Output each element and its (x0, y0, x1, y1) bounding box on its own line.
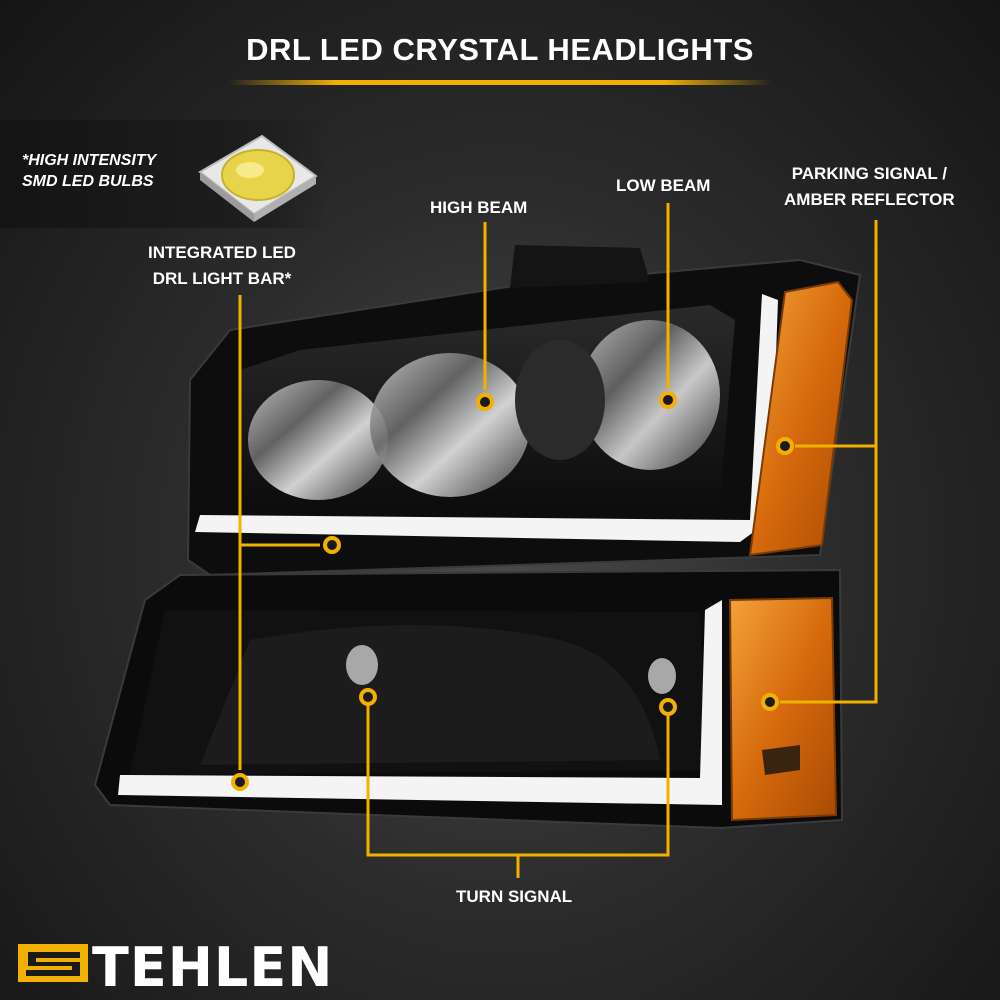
integrated-line-1: INTEGRATED LED (148, 243, 296, 262)
page-title: DRL LED CRYSTAL HEADLIGHTS (246, 32, 754, 67)
callout-dots (231, 391, 794, 791)
label-integrated-drl: INTEGRATED LED DRL LIGHT BAR* (148, 240, 296, 292)
upper-headlight (186, 245, 862, 577)
turn-right-dot (659, 698, 677, 716)
integrated-line-2: DRL LIGHT BAR* (152, 269, 292, 288)
drl-upper-dot (323, 536, 341, 554)
high-beam-dot (476, 393, 494, 411)
label-turn-signal: TURN SIGNAL (456, 887, 573, 906)
low-beam-dot (659, 391, 677, 409)
title-underline (228, 80, 772, 85)
parking-line-1: PARKING SIGNAL / (791, 164, 947, 183)
label-parking-signal: PARKING SIGNAL / AMBER REFLECTOR (784, 161, 955, 213)
label-low-beam: LOW BEAM (616, 176, 711, 195)
smd-led-chip-icon (198, 134, 318, 222)
parking-lower-dot (761, 693, 779, 711)
brand-logo-icon (18, 944, 88, 982)
lower-bumper-light (93, 568, 844, 830)
parking-line-2: AMBER REFLECTOR (784, 190, 955, 209)
turn-left-dot (359, 688, 377, 706)
brand-name: TEHLEN (92, 936, 334, 999)
label-high-beam: HIGH BEAM (430, 198, 528, 217)
smd-line-1: *HIGH INTENSITY (22, 152, 157, 169)
callout-lines (238, 203, 878, 878)
smd-callout-text: *HIGH INTENSITY SMD LED BULBS (22, 150, 156, 192)
drl-lower-dot (231, 773, 249, 791)
parking-upper-dot (776, 437, 794, 455)
smd-line-2: SMD LED BULBS (22, 173, 154, 190)
